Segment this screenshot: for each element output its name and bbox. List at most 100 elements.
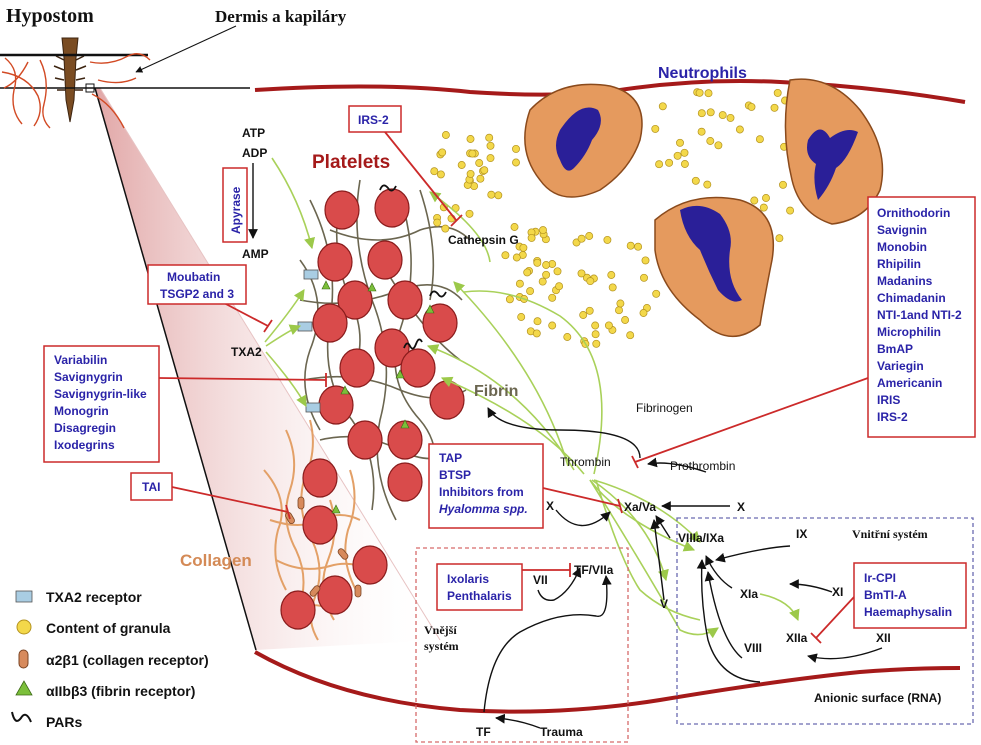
atp-label: ATP	[242, 126, 265, 140]
viii-label: VIII	[744, 641, 762, 655]
granule	[553, 267, 562, 276]
granule	[691, 176, 700, 185]
granule	[501, 251, 510, 260]
granule-icon	[16, 619, 32, 635]
granule	[706, 108, 715, 117]
granule	[735, 125, 744, 134]
thrombin-inhibitor-line-3: Monobin	[877, 240, 927, 254]
par-receptors	[379, 184, 447, 350]
anionic-surface-label: Anionic surface (RNA)	[814, 691, 941, 705]
neutrophil	[524, 83, 643, 198]
legend-label-txa2: TXA2 receptor	[46, 589, 142, 605]
variabilin-line-1: Variabilin	[54, 353, 107, 367]
ircpi-line-3: Haemaphysalin	[864, 605, 952, 619]
legend-label-collagen-receptor: α2β1 (collagen receptor)	[46, 652, 209, 668]
irs2-box	[348, 105, 402, 133]
granule	[465, 209, 474, 218]
platelet	[374, 188, 410, 228]
granule	[770, 103, 779, 112]
collagen-label: Collagen	[180, 551, 252, 570]
collagen-receptor-icon	[337, 548, 349, 560]
granule	[512, 144, 520, 153]
granule	[773, 88, 782, 97]
granule	[680, 160, 689, 168]
platelet	[352, 545, 388, 585]
amp-label: AMP	[242, 247, 269, 261]
platelet	[429, 380, 465, 420]
thrombin-inhibitor-line-10: Variegin	[877, 359, 924, 373]
apyrase-text: Apyrase	[229, 186, 243, 234]
granule	[641, 256, 650, 265]
thrombin-inhibitor-line-5: Madanins	[877, 274, 933, 288]
granule	[476, 174, 485, 183]
granule	[651, 124, 660, 133]
platelet	[422, 303, 458, 343]
granule	[555, 282, 564, 291]
granule	[438, 148, 447, 157]
par-icon	[379, 184, 397, 192]
extrinsic-system-label: Vnější	[424, 623, 457, 637]
granule	[519, 243, 528, 252]
variabilin-line-3: Savignygrin-like	[54, 387, 147, 401]
granule	[608, 283, 617, 292]
hypostom-title: Hypostom	[6, 5, 94, 27]
granule	[697, 109, 706, 118]
granule	[639, 309, 648, 317]
thrombin-inhibitor-line-6: Chimadanin	[877, 291, 946, 305]
txa2-receptor-icon	[303, 269, 319, 280]
legend: TXA2 receptor Content of granula α2β1 (c…	[11, 589, 209, 730]
granule	[762, 194, 770, 202]
moubatin-box	[147, 264, 247, 305]
fibrin-label: Fibrin	[474, 383, 518, 400]
granule	[526, 287, 535, 296]
granule	[487, 190, 496, 199]
granule	[433, 218, 442, 227]
thrombin-inhibitor-line-13: IRS-2	[877, 410, 908, 424]
platelets	[280, 188, 465, 630]
fibrin-receptor-icon	[400, 419, 410, 429]
granule	[786, 206, 795, 215]
granule	[512, 158, 520, 167]
irs2-text: IRS-2	[358, 113, 389, 127]
moubatin-line-2: TSGP2 and 3	[160, 287, 234, 301]
variabilin-line-2: Savignygrin	[54, 370, 123, 384]
neutrophils-label: Neutrophils	[658, 65, 747, 82]
xiia-label: XIIa	[786, 631, 808, 645]
platelet	[374, 328, 410, 368]
granule	[755, 135, 764, 144]
granules	[430, 88, 798, 348]
legend-label-granula: Content of granula	[46, 620, 171, 636]
platelet	[302, 505, 338, 545]
granule	[517, 313, 526, 321]
granule	[779, 180, 787, 189]
variabilin-line-5: Disagregin	[54, 421, 116, 435]
v-label: V	[660, 597, 668, 611]
trauma-label: Trauma	[540, 725, 583, 739]
granule	[538, 277, 547, 286]
apyrase-box	[222, 167, 248, 243]
inhibition-lines	[158, 131, 869, 644]
thrombin-label: Thrombin	[560, 455, 611, 469]
fibrin-receptor-icon	[340, 385, 350, 395]
granule	[626, 241, 635, 250]
granule	[466, 169, 475, 178]
granule	[706, 137, 715, 145]
granule	[634, 242, 643, 251]
granule	[603, 235, 612, 244]
x-right-label: X	[737, 500, 745, 514]
granule	[523, 268, 532, 277]
thrombin-inhibitor-line-2: Savignin	[877, 223, 927, 237]
granule	[486, 141, 495, 150]
granule	[714, 141, 723, 150]
tap-line-4: Hyalomma spp.	[439, 502, 528, 516]
granule	[652, 289, 661, 298]
ixolaris-line-2: Penthalaris	[447, 589, 512, 603]
hypostome-icon	[53, 37, 87, 123]
granule	[592, 339, 601, 348]
granule	[505, 295, 514, 304]
granule	[532, 329, 541, 338]
tap-line-2: BTSP	[439, 468, 471, 482]
fibrinogen-label: Fibrinogen	[636, 401, 693, 415]
granule	[665, 158, 674, 167]
fibrin-receptor-icon	[395, 369, 405, 379]
